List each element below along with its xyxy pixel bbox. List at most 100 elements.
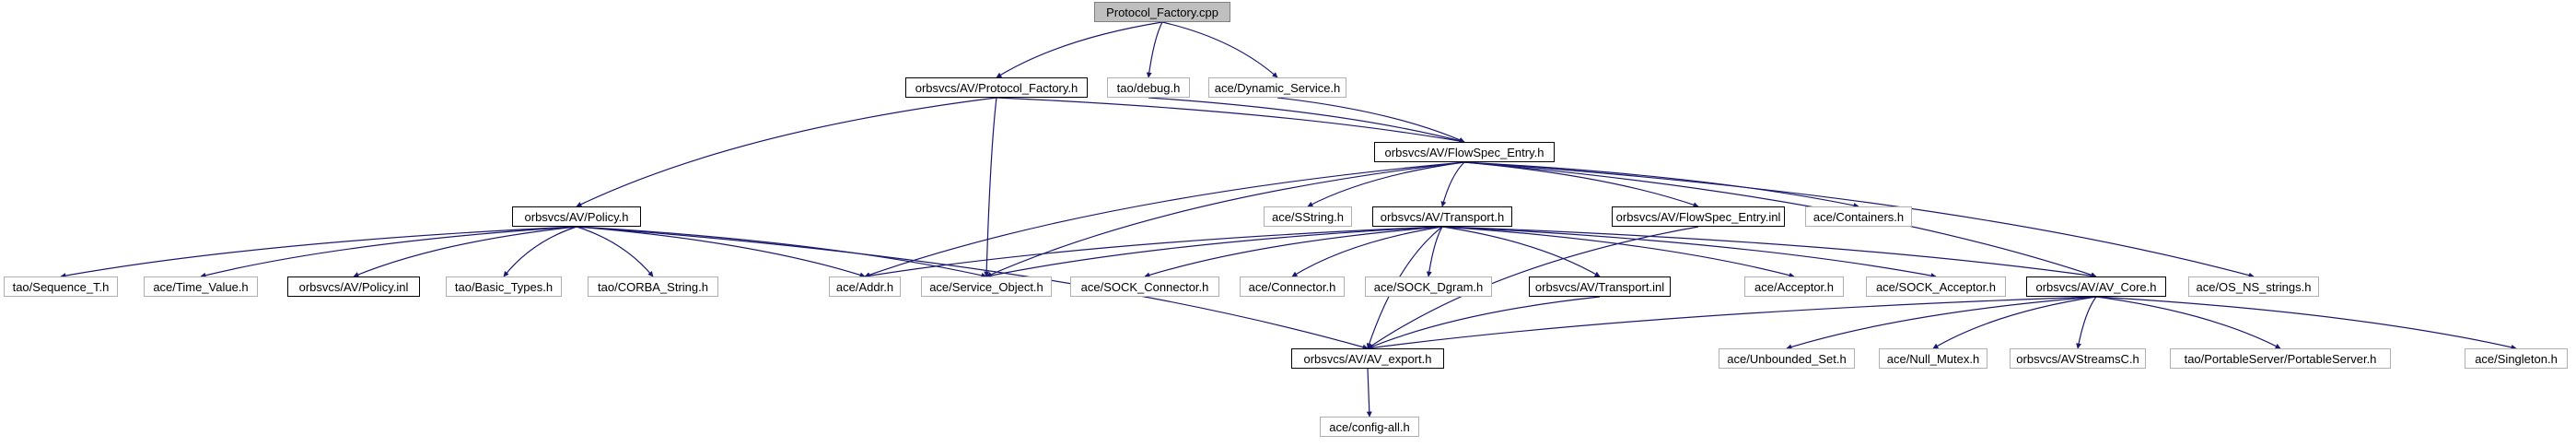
graph-node[interactable]: tao/CORBA_String.h [588, 276, 718, 297]
graph-node[interactable]: ace/Null_Mutex.h [1879, 348, 1987, 369]
graph-edge [1366, 368, 1372, 418]
graph-edge [2076, 296, 2097, 349]
graph-node-label: ace/Acceptor.h [1754, 279, 1834, 294]
graph-edge [985, 226, 1443, 278]
graph-edge [984, 97, 997, 277]
graph-edge [1367, 226, 1699, 349]
graph-node[interactable]: ace/Addr.h [829, 276, 901, 297]
graph-node[interactable]: ace/SOCK_Acceptor.h [1866, 276, 2006, 297]
graph-node[interactable]: orbsvcs/AV/FlowSpec_Entry.h [1374, 142, 1555, 162]
graph-node-label: ace/Addr.h [835, 279, 894, 294]
graph-node-label: ace/Null_Mutex.h [1886, 351, 1980, 366]
graph-edge [2095, 296, 2281, 349]
graph-node-label: tao/Basic_Types.h [454, 279, 554, 294]
graph-edge [1148, 97, 1465, 144]
graph-node-label: orbsvcs/AV/Transport.inl [1534, 279, 1665, 294]
graph-edge [1161, 21, 1278, 78]
graph-edge [576, 226, 1369, 350]
graph-node[interactable]: orbsvcs/AV/Policy.h [512, 206, 641, 227]
graph-edge [1367, 296, 1601, 349]
graph-node-label: ace/Singleton.h [2475, 351, 2558, 366]
graph-edge [1144, 226, 1443, 278]
graph-node[interactable]: ace/Unbounded_Set.h [1719, 348, 1855, 369]
graph-node-label: tao/debug.h [1116, 80, 1181, 95]
graph-edge [353, 226, 577, 277]
graph-node[interactable]: tao/Sequence_T.h [4, 276, 118, 297]
graph-edge [1463, 161, 1859, 208]
graph-node-label: orbsvcs/AV/Protocol_Factory.h [915, 80, 1078, 95]
graph-edge [1441, 226, 2097, 279]
graph-edge [1441, 226, 1601, 277]
graph-edge [2095, 296, 2517, 350]
graph-edge [1441, 226, 1937, 278]
graph-node[interactable]: tao/PortableServer/PortableServer.h [2170, 348, 2391, 369]
graph-edge [996, 97, 1465, 145]
graph-node[interactable]: orbsvcs/AV/FlowSpec_Entry.inl [1612, 206, 1785, 227]
graph-node-label: ace/config-all.h [1329, 419, 1410, 434]
graph-edge [996, 21, 1163, 78]
graph-node[interactable]: ace/Time_Value.h [144, 276, 258, 297]
graph-edge [1786, 296, 2097, 350]
graph-node[interactable]: orbsvcs/AV/Policy.inl [287, 276, 420, 297]
graph-node[interactable]: ace/Singleton.h [2465, 348, 2568, 369]
graph-node[interactable]: orbsvcs/AV/Protocol_Factory.h [905, 77, 1088, 98]
graph-edge [200, 226, 577, 278]
graph-edge [1932, 296, 2097, 349]
graph-node[interactable]: ace/Containers.h [1805, 206, 1912, 227]
graph-edge [576, 97, 997, 207]
graph-edge [864, 226, 1443, 279]
graph-edge [60, 226, 577, 279]
graph-node[interactable]: ace/Acceptor.h [1744, 276, 1844, 297]
graph-node-label: ace/Time_Value.h [153, 279, 249, 294]
graph-edge [1307, 161, 1465, 207]
graph-node[interactable]: tao/debug.h [1107, 77, 1190, 98]
graph-node-label: Protocol_Factory.cpp [1106, 5, 1218, 19]
graph-node[interactable]: ace/Dynamic_Service.h [1208, 77, 1346, 98]
graph-edge [1291, 226, 1443, 277]
graph-node[interactable]: ace/OS_NS_strings.h [2188, 276, 2319, 297]
graph-edge [576, 226, 987, 278]
graph-edge [864, 161, 1465, 278]
graph-edge [1146, 21, 1163, 78]
graph-node[interactable]: orbsvcs/AV/AV_export.h [1291, 348, 1444, 369]
graph-node-label: orbsvcs/AV/FlowSpec_Entry.h [1384, 145, 1544, 159]
graph-node-label: ace/Unbounded_Set.h [1727, 351, 1847, 366]
graph-node-label: ace/SOCK_Connector.h [1080, 279, 1209, 294]
graph-node-label: orbsvcs/AV/FlowSpec_Entry.inl [1615, 209, 1781, 224]
graph-node-label: tao/PortableServer/PortableServer.h [2184, 351, 2377, 366]
graph-node-label: ace/SString.h [1271, 209, 1345, 224]
graph-node-label: ace/SOCK_Dgram.h [1373, 279, 1484, 294]
graph-node[interactable]: ace/Connector.h [1240, 276, 1345, 297]
graph-node-label: ace/Connector.h [1248, 279, 1336, 294]
graph-node[interactable]: ace/SString.h [1264, 206, 1352, 227]
graph-node-label: orbsvcs/AV/Transport.h [1380, 209, 1505, 224]
graph-edge [1441, 226, 1795, 278]
graph-edge [576, 226, 654, 277]
graph-node[interactable]: orbsvcs/AV/Transport.inl [1529, 276, 1671, 297]
graph-edge [1440, 161, 1465, 207]
graph-edge [1426, 226, 1443, 277]
graph-node-label: orbsvcs/AVStreamsC.h [2016, 351, 2139, 366]
graph-edge [1276, 97, 1465, 143]
graph-node-label: orbsvcs/AV/Policy.inl [298, 279, 409, 294]
graph-node[interactable]: tao/Basic_Types.h [446, 276, 562, 297]
graph-node[interactable]: orbsvcs/AV/Transport.h [1372, 206, 1512, 227]
graph-node-label: ace/OS_NS_strings.h [2196, 279, 2312, 294]
graph-node-label: ace/SOCK_Acceptor.h [1875, 279, 1997, 294]
graph-node-label: ace/Service_Object.h [929, 279, 1043, 294]
graph-node[interactable]: ace/config-all.h [1320, 417, 1419, 437]
graph-node[interactable]: ace/SOCK_Connector.h [1070, 276, 1219, 297]
graph-node-label: orbsvcs/AV/AV_Core.h [2035, 279, 2157, 294]
graph-node-label: tao/Sequence_T.h [12, 279, 110, 294]
graph-node[interactable]: ace/Service_Object.h [921, 276, 1052, 297]
graph-node-label: ace/Containers.h [1813, 209, 1905, 224]
graph-node-label: orbsvcs/AV/Policy.h [524, 209, 629, 224]
graph-node-label: ace/Dynamic_Service.h [1214, 80, 1341, 95]
graph-edge [985, 161, 1465, 277]
graph-node[interactable]: orbsvcs/AV/AV_Core.h [2026, 276, 2166, 297]
graph-edge [503, 226, 577, 277]
graph-node[interactable]: Protocol_Factory.cpp [1094, 2, 1230, 22]
graph-node[interactable]: ace/SOCK_Dgram.h [1365, 276, 1492, 297]
graph-node[interactable]: orbsvcs/AVStreamsC.h [2010, 348, 2146, 369]
